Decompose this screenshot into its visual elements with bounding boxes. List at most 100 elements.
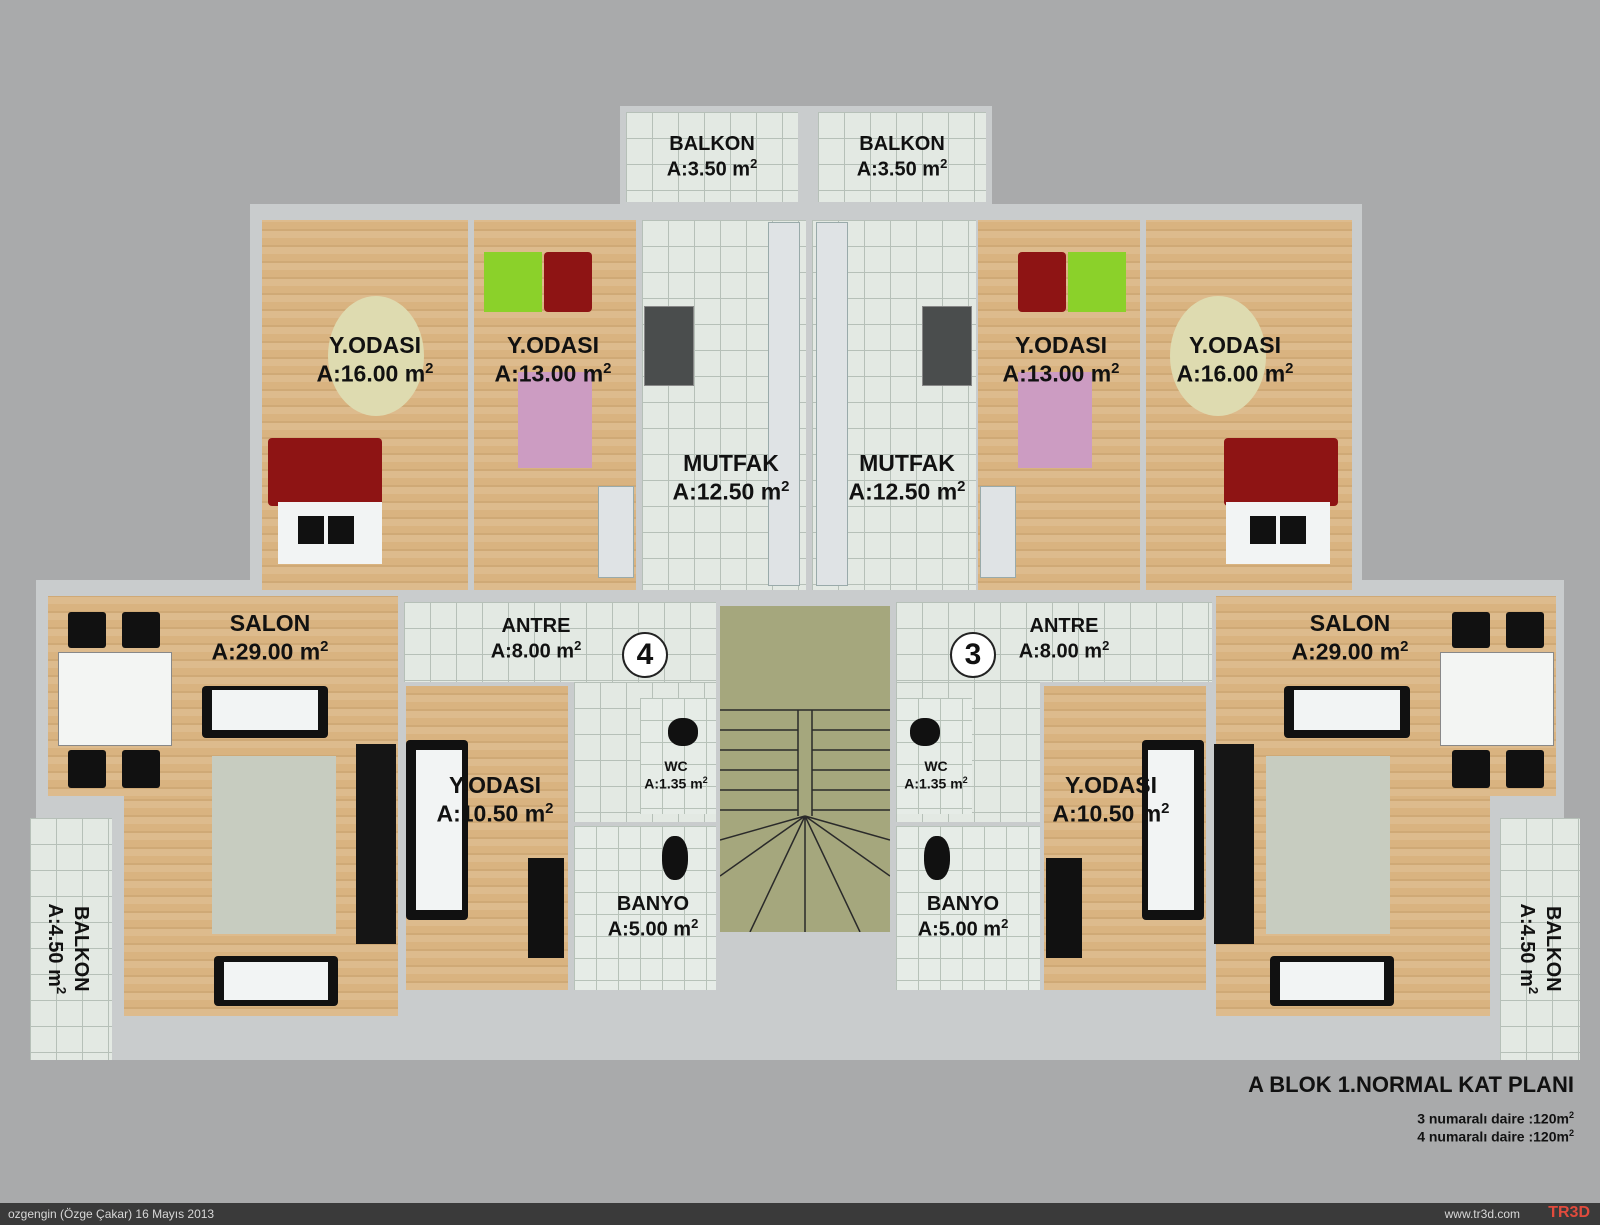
bathroom-right-label: BANYO A:5.00 m2 <box>908 892 1018 942</box>
credit-text: ozgengin (Özge Çakar) 16 Mayıs 2013 <box>8 1207 215 1221</box>
pillow <box>298 516 324 544</box>
site-link[interactable]: www.tr3d.com <box>1444 1207 1520 1221</box>
unit-areas: 3 numaralı daire :120m2 4 numaralı daire… <box>1417 1110 1574 1146</box>
dining-table-kitchen <box>922 306 972 386</box>
sofa-cushion <box>1280 962 1384 1000</box>
dining-table-kitchen <box>644 306 694 386</box>
room-name: ANTRE <box>1029 615 1099 637</box>
room-name: Y.ODASI <box>1014 332 1108 358</box>
bedroom-16-right-label: Y.ODASI A:16.00 m2 <box>1160 332 1310 388</box>
toilet-icon <box>924 836 950 880</box>
bed-sheet <box>1148 750 1194 910</box>
room-area: A:10.50 m2 <box>1052 799 1170 827</box>
room-area: A:4.50 m2 <box>44 903 69 995</box>
kids-bed-cover <box>1018 252 1066 312</box>
room-area: A:13.00 m2 <box>494 359 612 387</box>
kitchen-left-label: MUTFAK A:12.50 m2 <box>656 450 806 506</box>
room-area: A:29.00 m2 <box>211 637 329 665</box>
shelving <box>356 744 396 944</box>
kids-bed-top <box>1068 252 1126 312</box>
unit-4-area: 4 numaralı daire :120m2 <box>1417 1128 1574 1145</box>
living-room-left-label: SALON A:29.00 m2 <box>200 610 340 666</box>
dining-table <box>1440 652 1554 746</box>
balcony-side-right-label: BALKON A:4.50 m2 <box>1515 879 1565 1019</box>
room-area: A:4.50 m2 <box>1516 903 1541 995</box>
sofa-cushion <box>224 962 328 1000</box>
chair <box>1506 750 1544 788</box>
kitchen-counter-right <box>816 222 848 586</box>
toilet-icon <box>668 718 698 746</box>
room-name: BANYO <box>926 893 1000 915</box>
room-area: A:29.00 m2 <box>1291 637 1409 665</box>
balcony-side-right <box>1500 818 1580 1060</box>
hallway-right-label: ANTRE A:8.00 m2 <box>1008 614 1120 664</box>
kids-bed-top <box>484 252 542 312</box>
living-room-right-label: SALON A:29.00 m2 <box>1280 610 1420 666</box>
bedroom-10-left-label: Y.ODASI A:10.50 m2 <box>420 772 570 828</box>
room-name: WC <box>924 758 948 774</box>
room-area: A:12.50 m2 <box>848 477 966 505</box>
room-name: BALKON <box>69 906 92 992</box>
room-area: A:1.35 m2 <box>904 774 968 792</box>
balcony-top-left-label: BALKON A:3.50 m2 <box>626 132 798 182</box>
room-area: A:16.00 m2 <box>1176 359 1294 387</box>
room-name: Y.ODASI <box>1188 332 1282 358</box>
bedroom-16-left-label: Y.ODASI A:16.00 m2 <box>300 332 450 388</box>
bedroom-10-right-label: Y.ODASI A:10.50 m2 <box>1036 772 1186 828</box>
room-name: ANTRE <box>501 615 571 637</box>
pillow <box>1250 516 1276 544</box>
desk <box>980 486 1016 578</box>
chair <box>122 750 160 788</box>
room-name: BALKON <box>1541 906 1564 992</box>
tr3d-logo: TR3D <box>1548 1204 1590 1221</box>
bathroom-left-label: BANYO A:5.00 m2 <box>598 892 708 942</box>
kitchen-counter-left <box>768 222 800 586</box>
room-area: A:13.00 m2 <box>1002 359 1120 387</box>
balcony-top-left <box>626 112 798 202</box>
balcony-top-right-label: BALKON A:3.50 m2 <box>818 132 986 182</box>
pillow <box>328 516 354 544</box>
room-name: Y.ODASI <box>1064 772 1158 798</box>
bed-frame <box>1226 502 1330 564</box>
pillow <box>1280 516 1306 544</box>
kitchen-right-label: MUTFAK A:12.50 m2 <box>832 450 982 506</box>
double-bed <box>268 438 382 506</box>
room-area: A:16.00 m2 <box>316 359 434 387</box>
room-name: SALON <box>1309 610 1391 636</box>
balcony-top-right <box>818 112 986 202</box>
room-name: BALKON <box>859 133 945 155</box>
room-name: MUTFAK <box>859 450 955 476</box>
double-bed <box>1224 438 1338 506</box>
chair <box>68 612 106 648</box>
bed-sheet <box>416 750 462 910</box>
round-rug <box>1170 296 1266 416</box>
balcony-side-left <box>30 818 112 1060</box>
chair <box>68 750 106 788</box>
wc-right-label: WC A:1.35 m2 <box>892 758 980 792</box>
kids-bed-cover <box>544 252 592 312</box>
sofa-cushion <box>212 690 318 730</box>
chair <box>1452 612 1490 648</box>
footer-bar: ozgengin (Özge Çakar) 16 Mayıs 2013 www.… <box>0 1203 1600 1225</box>
wc-left-label: WC A:1.35 m2 <box>632 758 720 792</box>
desk <box>598 486 634 578</box>
room-area: A:5.00 m2 <box>607 916 699 941</box>
kids-rug <box>518 372 592 468</box>
kids-rug <box>1018 372 1092 468</box>
bedroom-13-left-label: Y.ODASI A:13.00 m2 <box>478 332 628 388</box>
bathroom-left <box>574 826 716 990</box>
round-rug <box>328 296 424 416</box>
bedroom-13-right-label: Y.ODASI A:13.00 m2 <box>986 332 1136 388</box>
wc-right <box>896 698 972 814</box>
room-area: A:3.50 m2 <box>666 156 758 181</box>
room-name: Y.ODASI <box>328 332 422 358</box>
chair <box>1506 612 1544 648</box>
toilet-icon <box>662 836 688 880</box>
room-name: BALKON <box>669 133 755 155</box>
room-area: A:12.50 m2 <box>672 477 790 505</box>
room-area: A:5.00 m2 <box>917 916 1009 941</box>
room-area: A:8.00 m2 <box>1018 638 1110 663</box>
toilet-icon <box>910 718 940 746</box>
sofa-cushion <box>1294 690 1400 730</box>
